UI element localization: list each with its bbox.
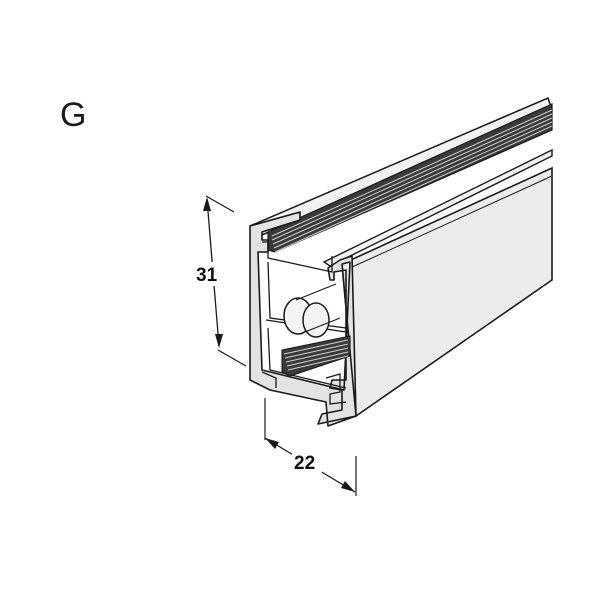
top-rail — [249, 96, 553, 267]
figure-letter: G — [60, 96, 86, 134]
height-dimension-label: 31 — [196, 265, 218, 286]
profile-cross-section — [249, 211, 357, 427]
width-dimension — [264, 398, 357, 496]
width-dimension-label: 22 — [294, 453, 315, 474]
height-dimension — [194, 195, 247, 367]
